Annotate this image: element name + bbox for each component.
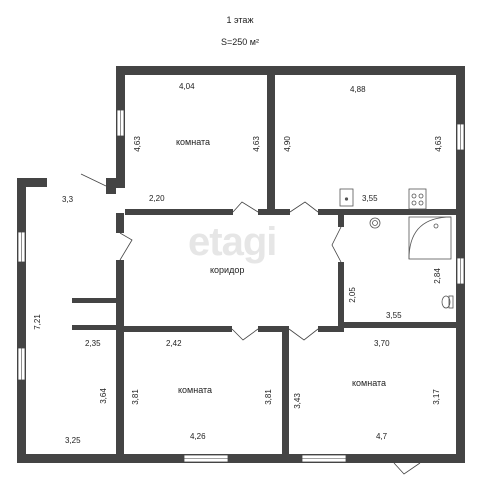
outer-wall-top bbox=[116, 66, 465, 75]
doors bbox=[80, 173, 421, 475]
dim-left-inner: 3,64 bbox=[98, 388, 108, 404]
wall-top-rooms-bottom-left bbox=[125, 209, 233, 215]
wall-top-rooms-bottom-right bbox=[318, 209, 456, 215]
annex-post bbox=[106, 178, 116, 194]
room-label-bottom-right: комната bbox=[352, 378, 387, 388]
door-entrance bbox=[80, 173, 107, 187]
wall-corridor-bottom-left bbox=[124, 326, 232, 332]
dim-bath-bottom: 3,55 bbox=[386, 311, 402, 320]
dim-bm-right: 3,81 bbox=[263, 389, 273, 405]
dim-br-bottom: 4,7 bbox=[376, 432, 388, 441]
stove-icon bbox=[408, 188, 427, 210]
dim-left-mid: 2,35 bbox=[85, 339, 101, 348]
wall-top-rooms-bottom-mid bbox=[258, 209, 290, 215]
floor-title: 1 этаж bbox=[226, 15, 254, 25]
wall-corridor-left-lower bbox=[116, 260, 124, 463]
dim-tl-top: 4,04 bbox=[179, 82, 195, 91]
area-label: S=250 м² bbox=[221, 37, 259, 47]
dim-br-left: 3,43 bbox=[292, 393, 302, 409]
outer-wall-bottom bbox=[17, 454, 465, 463]
dim-left-top: 3,3 bbox=[62, 195, 74, 204]
shower-icon bbox=[408, 216, 452, 260]
wall-annex-stub-2 bbox=[72, 325, 116, 330]
dim-tl-right: 4,63 bbox=[251, 136, 261, 152]
door-top-right-room bbox=[289, 201, 319, 213]
wall-bath-bottom bbox=[338, 322, 456, 328]
dim-left-side: 7,21 bbox=[32, 314, 42, 330]
door-bottom-right-room bbox=[288, 328, 319, 341]
dim-tl-bottom: 2,20 bbox=[149, 194, 165, 203]
fixtures bbox=[339, 188, 454, 309]
wall-corridor-bottom-mid bbox=[258, 326, 282, 332]
annex-top-wall bbox=[17, 178, 47, 187]
door-bottom-middle-room bbox=[231, 328, 259, 341]
dim-tl-left: 4,63 bbox=[132, 136, 142, 152]
dim-bath-left: 2,05 bbox=[347, 287, 357, 303]
wall-corridor-left bbox=[116, 213, 124, 233]
dim-bm-left: 3,81 bbox=[130, 389, 140, 405]
wall-bath-left-upper bbox=[338, 215, 344, 227]
dim-tr-bottom: 3,55 bbox=[362, 194, 378, 203]
dim-tr-right: 4,63 bbox=[433, 136, 443, 152]
dim-left-bottom: 3,25 bbox=[65, 436, 81, 445]
dim-tr-left: 4,90 bbox=[282, 136, 292, 152]
door-exterior-bottom bbox=[393, 462, 421, 475]
room-label-top-left: комната bbox=[176, 137, 211, 147]
dim-br-top: 3,70 bbox=[374, 339, 390, 348]
wall-bottom-rooms-divider bbox=[282, 326, 289, 463]
sink-icon bbox=[339, 188, 354, 207]
dim-tr-top: 4,88 bbox=[350, 85, 366, 94]
door-corridor-left bbox=[119, 232, 133, 261]
window-lines bbox=[21, 110, 461, 459]
room-label-corridor: коридор bbox=[210, 265, 245, 275]
wall-annex-stub-1 bbox=[72, 298, 116, 303]
wall-corridor-bottom-right bbox=[318, 326, 344, 332]
room-label-bottom-middle: комната bbox=[178, 385, 213, 395]
dim-bm-top: 2,42 bbox=[166, 339, 182, 348]
door-top-left-room bbox=[232, 201, 259, 213]
dim-bm-bottom: 4,26 bbox=[190, 432, 206, 441]
boiler-icon bbox=[369, 217, 381, 229]
wall-top-rooms-divider bbox=[267, 75, 275, 213]
wall-bath-left-lower bbox=[338, 262, 344, 328]
door-bath bbox=[331, 226, 342, 263]
toilet-icon bbox=[441, 295, 451, 309]
windows bbox=[17, 109, 465, 463]
dim-br-right: 3,17 bbox=[431, 389, 441, 405]
dim-bath-height: 2,84 bbox=[432, 268, 442, 284]
outer-wall-left-annex bbox=[17, 178, 26, 463]
watermark: etagi bbox=[188, 220, 277, 264]
